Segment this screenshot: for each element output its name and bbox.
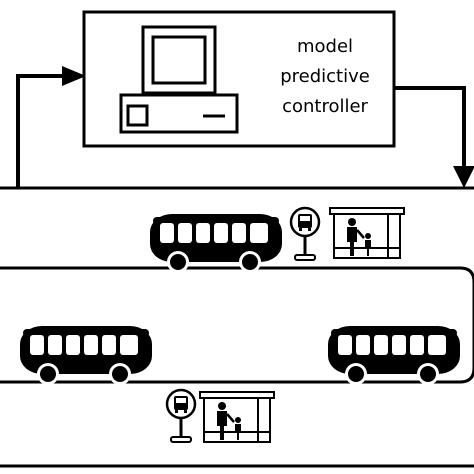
bus-icon [328, 326, 460, 385]
bus-icon [20, 326, 152, 385]
controller-box: model predictive controller [82, 10, 396, 148]
bus-shelter-icon [328, 206, 406, 260]
road [0, 186, 474, 468]
arrow-icon [62, 66, 86, 86]
feedback-loop [16, 74, 466, 188]
output-line [394, 86, 466, 168]
bus-stop-sign-icon [165, 388, 197, 444]
bus-top-lane [150, 214, 282, 273]
controller-label-line-2: predictive [280, 66, 370, 87]
road-middle-island [0, 266, 474, 384]
bus-stop-sign-icon [289, 206, 321, 262]
bus-shelter-icon [198, 390, 276, 444]
arrow-icon [453, 166, 474, 188]
input-line [16, 74, 70, 188]
controller-label-line-1: model [297, 36, 353, 57]
controller-label-line-3: controller [282, 96, 368, 117]
computer-icon [119, 25, 239, 134]
